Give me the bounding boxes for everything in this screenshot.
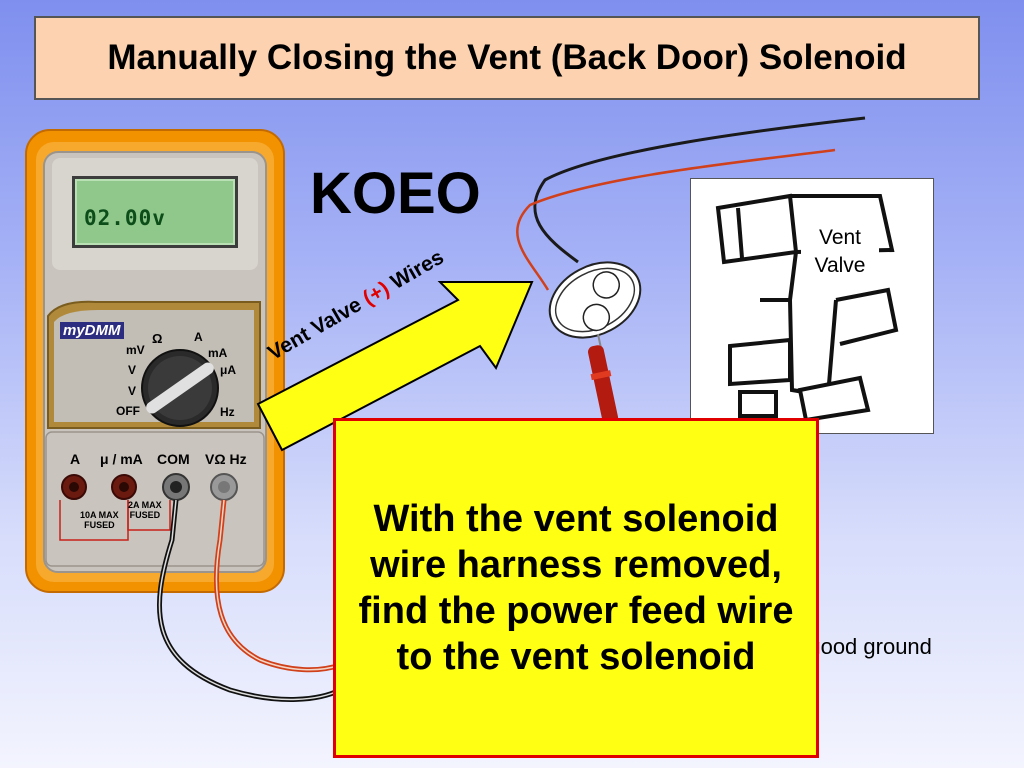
dial-label-a: A bbox=[194, 330, 203, 344]
dial-label-ohm: Ω bbox=[152, 331, 163, 346]
red-probe bbox=[588, 333, 619, 425]
dial-label-off: OFF bbox=[116, 404, 140, 418]
callout-text: With the vent solenoid wire harness remo… bbox=[358, 498, 794, 678]
fuse-label-10a: 10A MAX FUSED bbox=[80, 510, 119, 530]
dial-label-hz: Hz bbox=[220, 405, 235, 419]
vent-valve-drawing-overlay bbox=[715, 193, 899, 423]
jack-label-com: COM bbox=[157, 451, 190, 467]
red-test-lead-inner bbox=[215, 499, 341, 671]
instruction-callout: With the vent solenoid wire harness remo… bbox=[333, 418, 819, 758]
vent-valve-label-overlay: Vent Valve bbox=[801, 222, 879, 282]
slide-title: Manually Closing the Vent (Back Door) So… bbox=[107, 38, 907, 77]
black-test-lead-inner bbox=[158, 499, 341, 701]
koeo-label: KOEO bbox=[310, 161, 481, 226]
fuse-label-2a: 2A MAX FUSED bbox=[128, 500, 162, 520]
dial-label-mv: mV bbox=[126, 343, 145, 357]
red-wire bbox=[516, 148, 836, 291]
input-jacks bbox=[61, 473, 238, 501]
meter-brand: myDMM bbox=[60, 322, 124, 339]
dial-label-ma: mA bbox=[208, 346, 228, 360]
title-box: Manually Closing the Vent (Back Door) So… bbox=[34, 16, 980, 100]
dial-label-ua: μA bbox=[220, 363, 237, 377]
meter-display-value: 02.00v bbox=[84, 206, 166, 230]
meter-display bbox=[72, 176, 238, 248]
wire-connector bbox=[548, 261, 642, 339]
jack-label-v-ohm-hz: VΩ Hz bbox=[205, 451, 247, 467]
wires-arrow bbox=[256, 281, 534, 452]
rotary-dial bbox=[141, 349, 219, 427]
jack-label-ua-ma: μ / mA bbox=[100, 451, 143, 467]
dial-label-v-ac: V bbox=[128, 384, 137, 398]
black-wire bbox=[533, 116, 866, 264]
jack-label-a: A bbox=[70, 451, 81, 467]
dial-label-v-dc: V bbox=[128, 363, 137, 377]
